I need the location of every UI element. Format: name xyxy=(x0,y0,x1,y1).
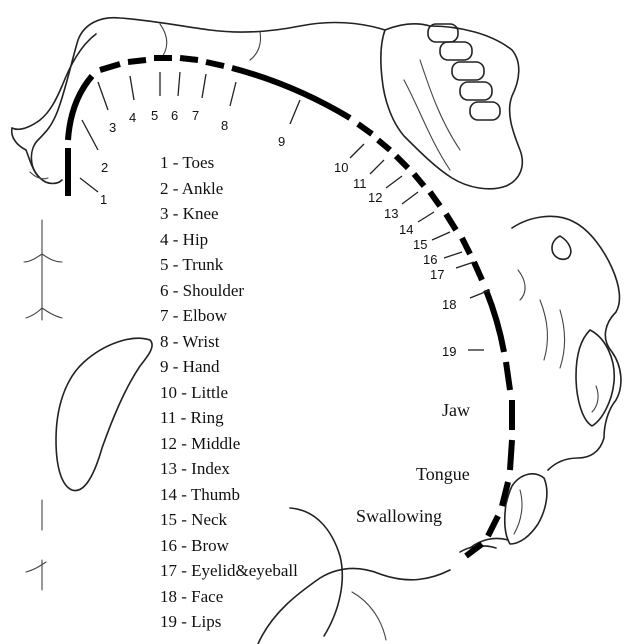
legend-item-19: 19 - Lips xyxy=(160,612,221,631)
throat-illustration xyxy=(460,474,547,552)
legend-item-13: 13 - Index xyxy=(160,459,230,478)
strip-number-1: 1 xyxy=(100,192,107,207)
strip-number-16: 16 xyxy=(423,252,437,267)
lower-body-illustration xyxy=(24,220,152,590)
legend-item-11: 11 - Ring xyxy=(160,408,224,427)
strip-number-12: 12 xyxy=(368,190,382,205)
legend-item-5: 5 - Trunk xyxy=(160,255,224,274)
legend-item-14: 14 - Thumb xyxy=(160,485,240,504)
strip-number-6: 6 xyxy=(171,108,178,123)
strip-number-13: 13 xyxy=(384,206,398,221)
legend-item-18: 18 - Face xyxy=(160,587,223,606)
strip-number-18: 18 xyxy=(442,297,456,312)
pointer-lines xyxy=(80,72,490,350)
strip-number-5: 5 xyxy=(151,108,158,123)
legend-item-10: 10 - Little xyxy=(160,383,228,402)
region-labels: Jaw Tongue Swallowing xyxy=(356,400,470,526)
legend-list: 1 - Toes 2 - Ankle 3 - Knee 4 - Hip 5 - … xyxy=(160,153,298,631)
legend-item-15: 15 - Neck xyxy=(160,510,228,529)
strip-number-15: 15 xyxy=(413,237,427,252)
strip-number-8: 8 xyxy=(221,118,228,133)
strip-number-11: 11 xyxy=(353,176,367,191)
legend-item-3: 3 - Knee xyxy=(160,204,219,223)
legend-item-7: 7 - Elbow xyxy=(160,306,228,325)
strip-number-14: 14 xyxy=(399,222,413,237)
region-label-jaw: Jaw xyxy=(442,400,470,420)
legend-item-8: 8 - Wrist xyxy=(160,332,220,351)
region-label-swallowing: Swallowing xyxy=(356,506,442,526)
legend-item-6: 6 - Shoulder xyxy=(160,281,244,300)
strip-number-3: 3 xyxy=(109,120,116,135)
strip-number-10: 10 xyxy=(334,160,348,175)
legend-item-2: 2 - Ankle xyxy=(160,179,223,198)
strip-number-labels: 1 2 3 4 5 6 7 8 9 10 11 12 13 14 15 16 1… xyxy=(100,108,456,359)
legend-item-4: 4 - Hip xyxy=(160,230,208,249)
strip-number-2: 2 xyxy=(101,160,108,175)
strip-number-7: 7 xyxy=(192,108,199,123)
legend-item-17: 17 - Eyelid&eyeball xyxy=(160,561,298,580)
legend-item-1: 1 - Toes xyxy=(160,153,214,172)
legend-item-9: 9 - Hand xyxy=(160,357,220,376)
legend-item-12: 12 - Middle xyxy=(160,434,240,453)
legend-item-16: 16 - Brow xyxy=(160,536,230,555)
strip-number-17: 17 xyxy=(430,267,444,282)
strip-number-4: 4 xyxy=(129,110,136,125)
face-illustration xyxy=(512,216,621,470)
strip-number-9: 9 xyxy=(278,134,285,149)
strip-number-19: 19 xyxy=(442,344,456,359)
organ-shape xyxy=(56,338,152,490)
region-label-tongue: Tongue xyxy=(416,464,470,484)
